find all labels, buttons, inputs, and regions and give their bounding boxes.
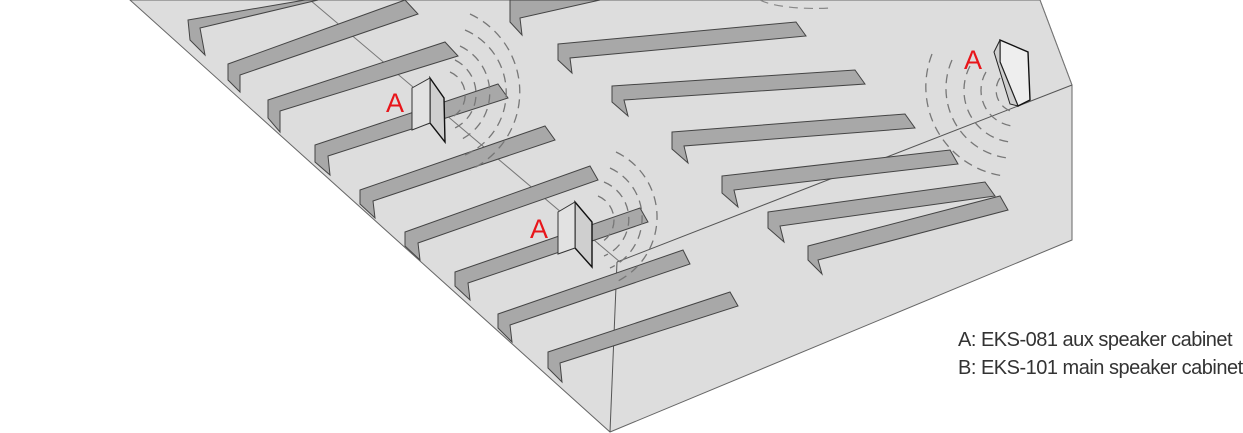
- room: [129, 0, 1073, 433]
- sound-waves: [759, 0, 831, 10]
- seat-row: [509, 0, 601, 37]
- room-guide-line: [1039, 0, 1073, 86]
- sound-waves: [925, 53, 1015, 177]
- wall-edge: [609, 261, 618, 433]
- seat-row: [454, 207, 649, 302]
- seat-row: [721, 149, 959, 209]
- room-floor: [129, 0, 1073, 433]
- speaker-cabinet-side: [993, 39, 1019, 107]
- seat-row: [187, 0, 319, 57]
- legend-item-a: A: EKS-081 aux speaker cabinet: [958, 329, 1233, 351]
- seat-row: [671, 113, 916, 165]
- speaker-cabinet-side: [557, 201, 576, 255]
- speaker-label: A: [530, 214, 548, 244]
- speaker-label: A: [964, 45, 982, 75]
- speaker-label: A: [386, 88, 404, 118]
- legend-item-b: B: EKS-101 main speaker cabinet: [958, 357, 1243, 379]
- seat-row: [497, 249, 691, 344]
- seat-row: [557, 21, 807, 75]
- seat-row: [227, 0, 419, 94]
- seat-row: [314, 83, 509, 177]
- seat-row: [359, 125, 556, 220]
- seat-row: [611, 69, 866, 118]
- seat-row: [807, 195, 1009, 276]
- seat-row: [547, 291, 739, 384]
- aux-speaker: A: [759, 0, 1031, 177]
- legend: A: EKS-081 aux speaker cabinet B: EKS-10…: [958, 326, 1243, 382]
- sound-waves: [449, 13, 521, 171]
- aux-speaker: A: [386, 13, 521, 171]
- sound-waves: [597, 151, 658, 283]
- seat-row: [267, 41, 459, 134]
- seat-rows: [187, 0, 1009, 384]
- seat-row: [404, 165, 599, 262]
- speaker-cabinet-side: [411, 77, 431, 131]
- aux-speaker: A: [530, 151, 658, 283]
- seat-row: [767, 181, 996, 244]
